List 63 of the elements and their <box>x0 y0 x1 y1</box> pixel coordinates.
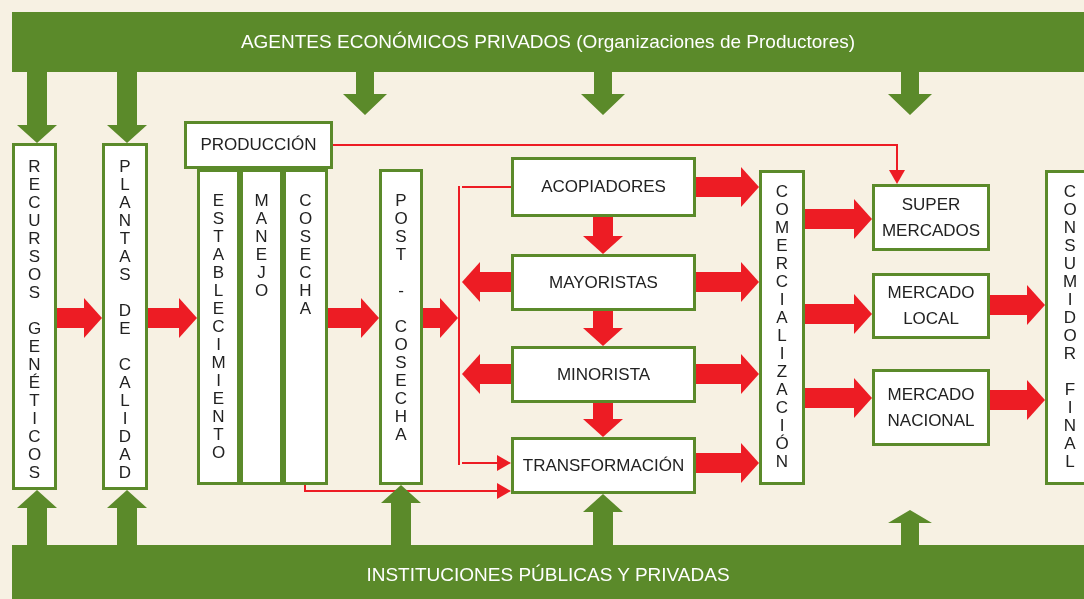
block-arrow <box>805 294 872 334</box>
process-box <box>511 254 696 311</box>
banner-title: AGENTES ECONÓMICOS PRIVADOS (Organizaciones de Productores) <box>240 29 856 54</box>
vertical-box <box>759 170 805 485</box>
process-box <box>872 273 990 339</box>
box-label: MINORISTA <box>556 363 651 386</box>
banner-band <box>12 545 1084 599</box>
block-arrow <box>462 262 511 302</box>
block-arrow <box>990 285 1045 325</box>
connector-arrow <box>304 483 511 499</box>
block-arrow <box>583 311 623 346</box>
connector-arrow <box>461 455 511 471</box>
box-label: MAYORISTAS <box>549 271 658 294</box>
block-arrow <box>583 217 623 254</box>
vertical-box <box>12 143 57 490</box>
banner-band <box>12 12 1084 72</box>
process-box <box>872 369 990 446</box>
block-arrow <box>583 494 623 545</box>
connector-arrow <box>332 144 905 184</box>
block-arrow <box>696 354 759 394</box>
block-arrow <box>696 443 759 483</box>
block-arrow <box>805 199 872 239</box>
process-box <box>511 346 696 403</box>
vertical-label: CONSUMIDOR FINAL <box>1062 183 1078 471</box>
process-box <box>511 437 696 494</box>
vertical-label: RECURSOS GENÉTICOS <box>27 158 42 482</box>
vertical-label: COMERCIALIZACIÓN <box>774 183 790 471</box>
block-arrow <box>462 354 511 394</box>
block-arrow <box>17 490 57 545</box>
vertical-label: PLANTAS DE CALIDAD <box>118 158 132 482</box>
vertical-box <box>240 169 283 485</box>
block-arrow <box>423 298 458 338</box>
box-label: MERCADO LOCAL <box>886 282 976 330</box>
vertical-box <box>379 169 423 485</box>
box-label: MERCADO NACIONAL <box>886 383 976 432</box>
vertical-label: COSECHA <box>298 192 313 318</box>
block-arrow <box>328 298 379 338</box>
box-label: TRANSFORMACIÓN <box>522 454 685 477</box>
block-arrow <box>805 378 872 418</box>
box-label: SUPER MERCADOS <box>880 193 982 242</box>
vertical-label: POST - COSECHA <box>394 192 408 444</box>
process-box <box>184 121 333 169</box>
vertical-box <box>283 169 328 485</box>
block-arrow <box>381 485 421 545</box>
vertical-box <box>1045 170 1084 485</box>
process-box <box>511 157 696 217</box>
block-arrow <box>107 72 147 143</box>
block-arrow <box>148 298 197 338</box>
block-arrow <box>990 380 1045 420</box>
vertical-box <box>102 143 148 490</box>
block-arrow <box>107 490 147 545</box>
box-label: PRODUCCIÓN <box>200 134 317 156</box>
block-arrow <box>696 167 759 207</box>
process-box <box>872 184 990 251</box>
vertical-label: ESTABLECIMIENTO <box>211 192 226 462</box>
block-arrow <box>57 298 102 338</box>
vertical-label: MANEJO <box>254 192 269 300</box>
banner-title: INSTITUCIONES PÚBLICAS Y PRIVADAS <box>366 562 730 587</box>
vertical-box <box>197 169 240 485</box>
block-arrow <box>17 72 57 143</box>
box-label: ACOPIADORES <box>541 176 666 198</box>
block-arrow <box>696 262 759 302</box>
block-arrow <box>583 403 623 437</box>
